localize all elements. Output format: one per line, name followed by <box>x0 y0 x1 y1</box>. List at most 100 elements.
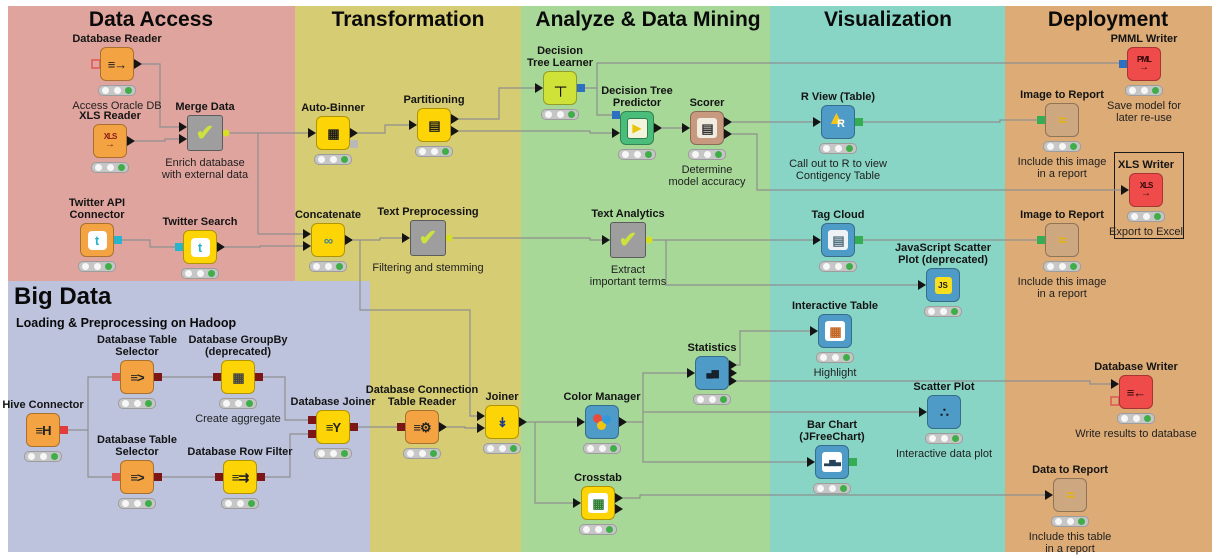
image-to-report-2-node[interactable]: ≈ <box>1045 223 1079 257</box>
javascript-scatter-plot-node[interactable]: JS <box>926 268 960 302</box>
text-preprocessing-node[interactable]: ✔ <box>410 220 446 256</box>
status-dot <box>39 453 47 460</box>
database-table-selector-2-node[interactable]: ≡> <box>120 460 154 494</box>
status-dot <box>834 145 842 152</box>
database-table-selector-2-port <box>112 473 120 481</box>
database-reader-node[interactable]: ≡→ <box>100 47 134 81</box>
merge-data-node[interactable]: ✔ <box>187 115 223 151</box>
database-joiner-node[interactable]: ≡Y <box>316 410 350 444</box>
color-dot-yellow <box>597 421 606 430</box>
tag-cloud-node[interactable]: ▤ <box>821 223 855 257</box>
text-analytics-node[interactable]: ✔ <box>610 222 646 258</box>
status-dot-green <box>442 148 449 155</box>
image-to-report-2-caption-line: Include this image <box>1017 276 1107 288</box>
decision-tree-learner-node[interactable]: ┬ <box>543 71 577 105</box>
color-manager-node[interactable] <box>585 405 619 439</box>
database-row-filter-node[interactable]: ≡⇉ <box>223 460 257 494</box>
r-view-table-node[interactable]: ▲R <box>821 105 855 139</box>
bar-chart-jfreechart-label-line: (JFreeChart) <box>799 431 865 443</box>
tag-cloud-icon-bg: ▤ <box>828 230 848 250</box>
interactive-table-node[interactable]: ▦ <box>818 314 852 348</box>
text-preprocessing-label: Text Preprocessing <box>377 206 478 218</box>
interactive-table-label-line: Interactive Table <box>792 300 878 312</box>
crosstab-status-lights <box>579 524 617 535</box>
concatenate-node[interactable]: ∞ <box>311 223 345 257</box>
data-to-report-node[interactable]: ≈ <box>1053 478 1087 512</box>
database-groupby-node[interactable]: ▦ <box>221 360 255 394</box>
decision-tree-predictor-label-line: Decision Tree <box>601 85 673 97</box>
twitter-search-label-line: Twitter Search <box>162 216 238 228</box>
status-dot-green <box>125 87 132 94</box>
database-connection-table-reader-port <box>439 422 447 432</box>
scatter-plot-label-line: Scatter Plot <box>913 381 975 393</box>
joiner-node[interactable]: ↡ <box>485 405 519 439</box>
database-table-selector-2-port <box>154 473 162 481</box>
text-preprocessing-caption: Filtering and stemming <box>372 262 483 274</box>
database-writer-label-line: Database Writer <box>1094 361 1178 373</box>
decision-tree-predictor-node[interactable]: ▶ <box>620 111 654 145</box>
auto-binner-node[interactable]: ▦ <box>316 116 350 150</box>
status-dot <box>234 400 242 407</box>
status-dot <box>633 151 641 158</box>
statistics-label: Statistics <box>688 342 737 354</box>
decision-tree-learner-label-line: Decision <box>537 45 583 57</box>
wire <box>135 138 179 142</box>
twitter-api-connector-node[interactable]: t <box>80 223 114 257</box>
status-dot-green <box>145 500 152 507</box>
concatenate-status-lights <box>309 261 347 272</box>
status-dot-green <box>606 526 613 533</box>
concatenate-label-line: Concatenate <box>294 209 362 221</box>
wire <box>359 240 477 417</box>
concatenate-label: Concatenate <box>295 209 361 221</box>
section-title-transformation: Transformation <box>331 8 485 31</box>
text-preprocessing-label-line: Text Preprocessing <box>377 206 479 218</box>
image-to-report-1-port <box>1037 116 1045 124</box>
database-connection-table-reader-node[interactable]: ≡⚙ <box>405 410 439 444</box>
status-dot <box>1058 263 1066 270</box>
status-dot <box>587 445 594 452</box>
status-dot-green <box>568 111 575 118</box>
pmml-writer-port <box>1119 60 1127 68</box>
concatenate-port <box>345 235 353 245</box>
twitter-search-node[interactable]: t <box>183 230 217 264</box>
wire <box>449 237 602 241</box>
xls-writer-port <box>1121 185 1129 195</box>
xls-reader-node[interactable]: XLS→ <box>93 124 127 158</box>
decision-tree-predictor-port <box>612 111 620 119</box>
status-dot <box>225 500 232 507</box>
status-dot <box>697 396 704 403</box>
database-row-filter-icon: ≡⇉ <box>231 469 250 485</box>
database-table-selector-2-icon: ≡> <box>130 469 144 485</box>
wire <box>534 422 573 504</box>
data-to-report-icon: ≈ <box>1066 486 1074 504</box>
scatter-plot-node[interactable]: ∴ <box>927 395 961 429</box>
image-to-report-2-status-lights <box>1043 261 1081 272</box>
status-dot <box>1132 415 1140 422</box>
xls-writer-node[interactable]: XLS→ <box>1129 173 1163 207</box>
color-dot-red <box>593 414 602 423</box>
image-to-report-1-node[interactable]: ≈ <box>1045 103 1079 137</box>
database-writer-node[interactable]: ≡← <box>1119 375 1153 409</box>
partitioning-node[interactable]: ▤ <box>417 108 451 142</box>
hive-connector-node[interactable]: ≡H <box>26 413 60 447</box>
image-to-report-1-caption-line: in a report <box>1037 168 1087 180</box>
statistics-node[interactable]: ▄▆ <box>695 356 729 390</box>
scatter-plot-status-lights <box>925 433 963 444</box>
crosstab-node[interactable]: ▦ <box>581 486 615 520</box>
status-dot <box>817 485 824 492</box>
pmml-writer-node[interactable]: PML→ <box>1127 47 1161 81</box>
tag-cloud-port <box>855 236 863 244</box>
database-groupby-caption: Create aggregate <box>195 413 281 425</box>
status-dot-green <box>336 263 343 270</box>
image-to-report-1-label-line: Image to Report <box>1020 89 1104 101</box>
bar-chart-jfreechart-node[interactable]: ▂▅▃ <box>815 445 849 479</box>
database-table-selector-1-node[interactable]: ≡> <box>120 360 154 394</box>
twitter-icon: t <box>87 230 107 250</box>
section-title-big-data: Big Data <box>14 283 112 310</box>
database-joiner-port <box>308 430 316 438</box>
status-dot <box>313 263 320 270</box>
scorer-node[interactable]: ▤ <box>690 111 724 145</box>
